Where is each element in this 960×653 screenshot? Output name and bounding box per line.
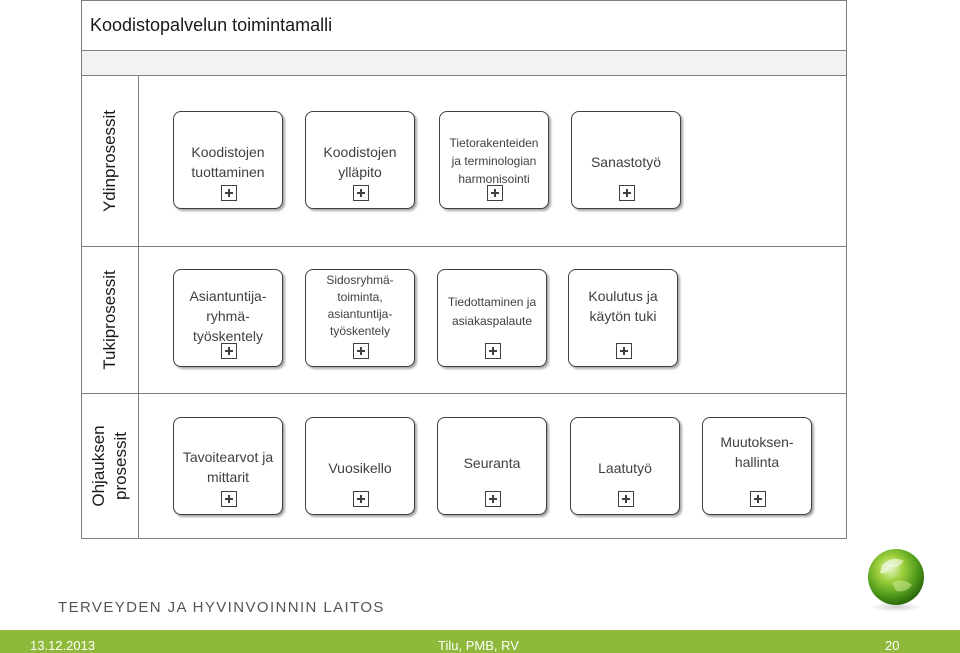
expand-plus-icon[interactable] (487, 185, 503, 201)
expand-plus-icon[interactable] (353, 491, 369, 507)
lane-label-text: Ydinprosessit (100, 109, 119, 213)
pool-title: Koodistopalvelun toimintamalli (90, 15, 333, 35)
lane-label: Tukiprosessit (82, 247, 139, 393)
subprocess-box[interactable]: Koodistojen tuottaminen (173, 111, 283, 209)
subprocess-label: Muutoksen- hallinta (720, 434, 794, 470)
expand-plus-icon[interactable] (750, 491, 766, 507)
subprocess-box[interactable]: Koodistojen ylläpito (305, 111, 415, 209)
subprocess-label: Vuosikello (328, 460, 392, 476)
subprocess-label: Koodistojen ylläpito (323, 144, 397, 180)
subprocess-box[interactable]: Koulutus ja käytön tuki (568, 269, 678, 367)
subprocess-box[interactable]: Tiedottaminen ja asiakaspalaute (437, 269, 547, 367)
subprocess-label: Koodistojen tuottaminen (191, 144, 265, 180)
footer-author: Tilu, PMB, RV (438, 638, 519, 653)
subprocess-label: Sanastotyö (590, 154, 662, 170)
organization-name: TERVEYDEN JA HYVINVOINNIN LAITOS (58, 599, 385, 616)
header-strip (82, 51, 846, 76)
expand-plus-icon[interactable] (619, 185, 635, 201)
subprocess-label: Tiedottaminen ja asiakaspalaute (447, 295, 537, 328)
pool-header: Koodistopalvelun toimintamalli (82, 1, 846, 51)
lane-core-processes: Ydinprosessit (82, 76, 846, 247)
subprocess-box[interactable]: Seuranta (437, 417, 547, 515)
subprocess-label: Sidosryhmä- toiminta, asiantuntija- työs… (326, 273, 394, 338)
subprocess-box[interactable]: Sanastotyö (571, 111, 681, 209)
subprocess-label: Tietorakenteiden ja terminologian harmon… (449, 136, 539, 186)
expand-plus-icon[interactable] (616, 343, 632, 359)
subprocess-box[interactable]: Tietorakenteiden ja terminologian harmon… (439, 111, 549, 209)
globe-logo-icon (862, 545, 930, 613)
subprocess-label: Asiantuntija- ryhmä- työskentely (189, 288, 267, 344)
expand-plus-icon[interactable] (353, 343, 369, 359)
expand-plus-icon[interactable] (485, 491, 501, 507)
footer-date: 13.12.2013 (30, 638, 96, 653)
lane-label: Ohjauksen prosessit (82, 394, 139, 538)
footer-page-number: 20 (885, 638, 900, 653)
expand-plus-icon[interactable] (618, 491, 634, 507)
footer-bar: 13.12.2013 Tilu, PMB, RV 20 (0, 630, 960, 653)
subprocess-label: Tavoitearvot ja mittarit (182, 449, 274, 485)
lane-label-text: Tukiprosessit (100, 270, 119, 370)
subprocess-box[interactable]: Sidosryhmä- toiminta, asiantuntija- työs… (305, 269, 415, 367)
lane-management-processes: Ohjauksen prosessit (82, 394, 846, 538)
lane-label-text: Ohjauksen prosessit (89, 425, 130, 507)
subprocess-label: Koulutus ja käytön tuki (588, 288, 658, 324)
expand-plus-icon[interactable] (221, 491, 237, 507)
process-pool: Koodistopalvelun toimintamalli Ydinprose… (81, 0, 847, 539)
expand-plus-icon[interactable] (221, 343, 237, 359)
subprocess-label: Seuranta (463, 455, 521, 471)
expand-plus-icon[interactable] (485, 343, 501, 359)
subprocess-label: Laatutyö (598, 460, 652, 476)
lane-label: Ydinprosessit (82, 76, 139, 246)
expand-plus-icon[interactable] (353, 185, 369, 201)
subprocess-box[interactable]: Vuosikello (305, 417, 415, 515)
subprocess-box[interactable]: Tavoitearvot ja mittarit (173, 417, 283, 515)
lane-support-processes: Tukiprosessit (82, 247, 846, 394)
expand-plus-icon[interactable] (221, 185, 237, 201)
subprocess-box[interactable]: Muutoksen- hallinta (702, 417, 812, 515)
subprocess-box[interactable]: Asiantuntija- ryhmä- työskentely (173, 269, 283, 367)
subprocess-box[interactable]: Laatutyö (570, 417, 680, 515)
